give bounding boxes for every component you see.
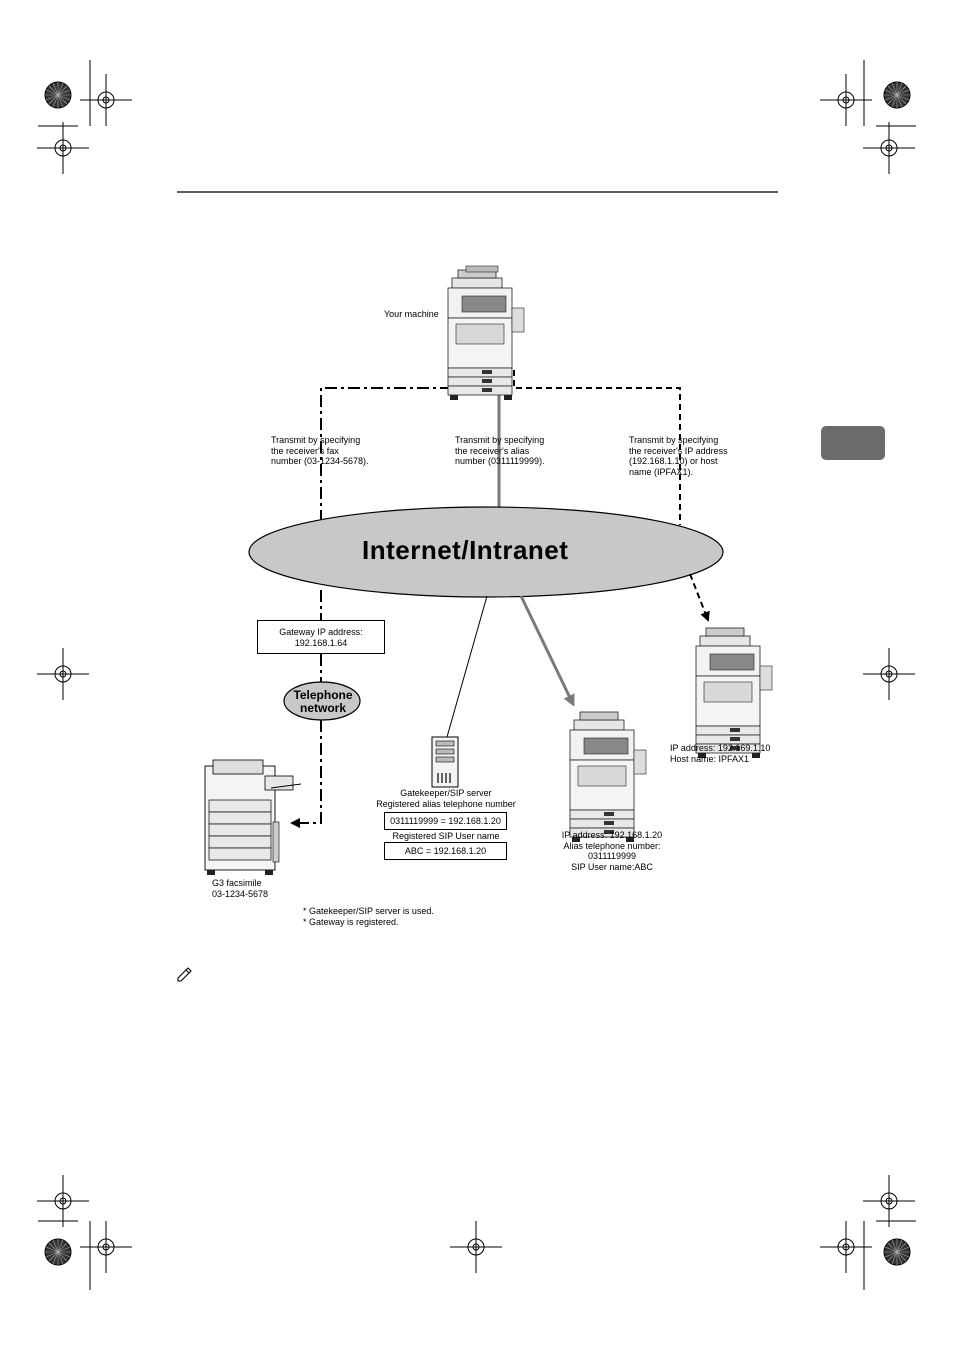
registration-mark-icon	[36, 60, 916, 1290]
your-machine-label: Your machine	[384, 309, 439, 319]
multifunction-printer-icon	[569, 711, 647, 843]
transmit-alias-text: Transmit by specifying the receiver's al…	[455, 435, 545, 466]
transmit-ip-text: Transmit by specifying the receiver's IP…	[629, 435, 728, 477]
g3-label: G3 facsimile 03-1234-5678	[212, 878, 269, 899]
server-tower-icon	[431, 736, 459, 788]
gateway-box: Gateway IP address: 192.168.1.64	[257, 620, 385, 654]
alias-arrow	[519, 595, 575, 707]
note-pencil-icon	[177, 967, 192, 982]
transmit-fax-text: Transmit by specifying the receiver's fa…	[271, 435, 369, 466]
machine-20-label: IP address: 192.168.1.20 Alias telephone…	[561, 830, 663, 872]
multifunction-printer-icon	[447, 265, 525, 401]
internet-ellipse	[248, 506, 724, 598]
multifunction-printer-icon	[695, 627, 773, 759]
alias-entry-box: 0311119999 = 192.168.1.20	[384, 812, 507, 830]
ip-connection-line	[513, 370, 681, 525]
server-line	[446, 595, 488, 738]
g3-facsimile-icon	[204, 759, 302, 875]
footnotes: * Gatekeeper/SIP server is used. * Gatew…	[303, 906, 434, 927]
telephone-network-label: Telephone network	[293, 688, 353, 715]
sip-entry-box: ABC = 192.168.1.20	[384, 842, 507, 860]
telephone-ellipse	[283, 681, 361, 721]
section-tab	[821, 426, 885, 460]
machine-10-label: IP address: 192.169.1.10 Host name: IPFA…	[670, 743, 771, 764]
server-label: Gatekeeper/SIP server Registered alias t…	[376, 788, 516, 809]
ip-arrow	[689, 573, 710, 622]
internet-label: Internet/Intranet	[362, 535, 569, 565]
g3-line	[290, 720, 322, 828]
sip-label: Registered SIP User name	[392, 831, 500, 841]
